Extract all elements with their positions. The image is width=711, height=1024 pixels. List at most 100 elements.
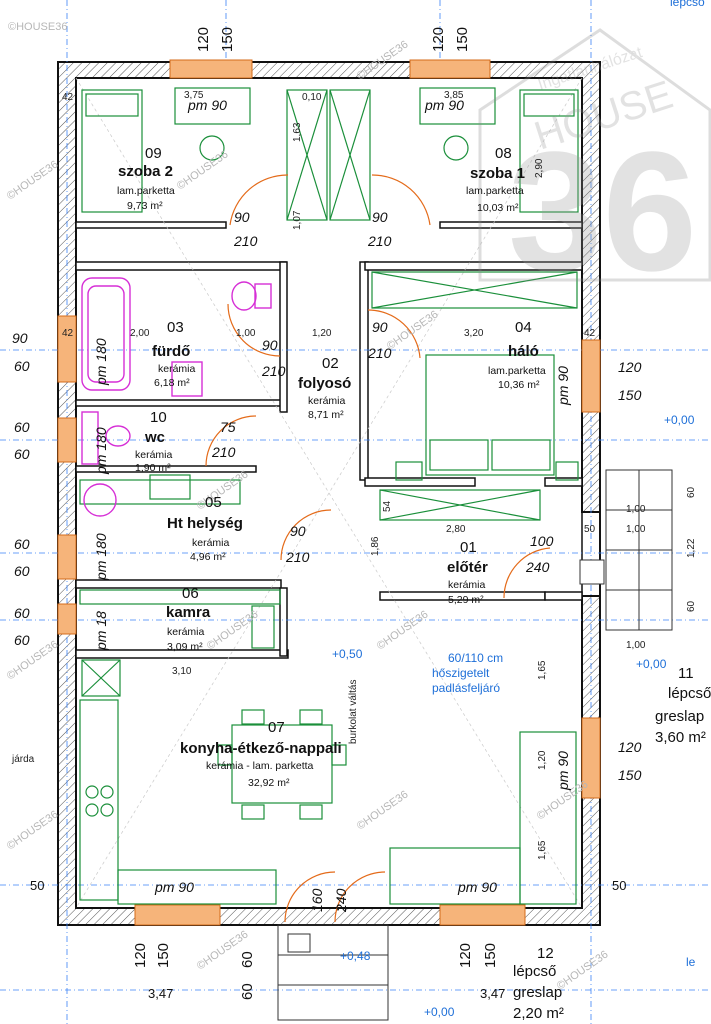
stair-12 — [277, 559, 605, 1021]
svg-text:folyosó: folyosó — [298, 375, 351, 392]
room-01: 01 előtér kerámia 5,29 m² — [447, 539, 488, 606]
svg-text:60: 60 — [14, 446, 30, 462]
svg-text:10,36 m²: 10,36 m² — [498, 379, 540, 391]
svg-text:2,90: 2,90 — [534, 158, 545, 178]
svg-text:60: 60 — [14, 419, 30, 435]
svg-text:1,86: 1,86 — [370, 536, 381, 556]
svg-text:1,00: 1,00 — [626, 524, 646, 535]
svg-text:pm 180: pm 180 — [93, 338, 109, 386]
svg-text:kerámia: kerámia — [192, 537, 230, 549]
svg-text:60: 60 — [14, 563, 30, 579]
furniture — [79, 87, 579, 905]
svg-text:2,00: 2,00 — [130, 328, 150, 339]
svg-text:10,03 m²: 10,03 m² — [477, 202, 519, 214]
svg-text:2,20 m²: 2,20 m² — [513, 1005, 564, 1022]
svg-text:90: 90 — [372, 209, 388, 225]
svg-text:pm 90: pm 90 — [187, 97, 227, 113]
svg-text:120: 120 — [195, 27, 212, 52]
svg-text:03: 03 — [167, 319, 184, 336]
room-04: 04 háló lam.parketta 10,36 m² — [488, 319, 546, 391]
svg-text:240: 240 — [333, 888, 349, 913]
svg-text:+0,00: +0,00 — [424, 1005, 455, 1019]
svg-text:5,29 m²: 5,29 m² — [448, 594, 484, 606]
room-06: 06 kamra kerámia 3,09 m² — [166, 585, 211, 653]
svg-text:210: 210 — [285, 549, 310, 565]
svg-text:©HOUSE36: ©HOUSE36 — [8, 21, 67, 33]
svg-text:150: 150 — [618, 767, 642, 783]
svg-text:120: 120 — [618, 739, 642, 755]
room-09: 09 szoba 2 lam.parketta 9,73 m² — [117, 145, 175, 212]
svg-text:1,90 m²: 1,90 m² — [135, 462, 171, 474]
svg-text:60: 60 — [14, 358, 30, 374]
svg-text:pm 18: pm 18 — [93, 611, 109, 651]
svg-text:60: 60 — [239, 951, 256, 968]
svg-text:240: 240 — [525, 559, 550, 575]
svg-text:90: 90 — [262, 337, 278, 353]
svg-text:60: 60 — [239, 983, 256, 1000]
room-02: 02 folyosó kerámia 8,71 m² — [298, 355, 351, 421]
svg-text:konyha-étkező-nappali: konyha-étkező-nappali — [180, 740, 342, 757]
svg-text:3,60 m²: 3,60 m² — [655, 729, 706, 746]
doors — [205, 174, 551, 923]
svg-text:szoba 2: szoba 2 — [118, 163, 173, 180]
svg-text:42: 42 — [62, 92, 74, 103]
svg-text:150: 150 — [454, 27, 471, 52]
svg-text:120: 120 — [618, 359, 642, 375]
svg-text:kerámia: kerámia — [448, 579, 486, 591]
wardrobes — [81, 89, 578, 697]
svg-text:©HOUSE36: ©HOUSE36 — [5, 809, 61, 853]
svg-text:pm 180: pm 180 — [93, 427, 109, 475]
svg-text:8,71 m²: 8,71 m² — [308, 409, 344, 421]
svg-text:+0,50: +0,50 — [332, 647, 363, 661]
svg-text:©HOUSE36: ©HOUSE36 — [555, 949, 611, 993]
diagonal-guides — [75, 77, 583, 909]
svg-text:1,65: 1,65 — [537, 840, 548, 860]
svg-text:háló: háló — [508, 343, 539, 360]
dims-bottom: 120 150 60 60 120 150 3,47 3,47 50 50 — [30, 878, 626, 1001]
svg-text:©HOUSE36: ©HOUSE36 — [355, 789, 411, 833]
dims-right: 120 150 120 150 — [618, 359, 642, 783]
svg-text:greslap: greslap — [655, 708, 704, 725]
watermark-number: 36 — [508, 117, 697, 307]
svg-text:09: 09 — [145, 145, 162, 162]
svg-text:pm 90: pm 90 — [457, 879, 497, 895]
svg-text:3,47: 3,47 — [480, 986, 505, 1001]
svg-text:42: 42 — [584, 328, 596, 339]
svg-text:3,47: 3,47 — [148, 986, 173, 1001]
svg-text:150: 150 — [219, 27, 236, 52]
svg-text:előtér: előtér — [447, 559, 488, 576]
svg-text:60: 60 — [14, 605, 30, 621]
svg-text:1,22: 1,22 — [686, 538, 697, 558]
svg-text:szoba 1: szoba 1 — [470, 165, 525, 182]
svg-text:150: 150 — [155, 943, 172, 968]
svg-text:lam.parketta: lam.parketta — [117, 185, 175, 197]
svg-text:10: 10 — [150, 409, 167, 426]
svg-text:210: 210 — [367, 233, 392, 249]
svg-text:60: 60 — [14, 536, 30, 552]
dims-left: 90 60 60 60 60 60 60 60 — [12, 330, 30, 648]
svg-text:210: 210 — [367, 345, 392, 361]
svg-text:90: 90 — [372, 319, 388, 335]
svg-text:+0,00: +0,00 — [664, 413, 695, 427]
svg-text:1,07: 1,07 — [292, 210, 303, 230]
svg-text:06: 06 — [182, 585, 199, 602]
svg-text:60: 60 — [14, 632, 30, 648]
annotations: 60/110 cm hőszigetelt padlásfeljáró burk… — [11, 0, 705, 969]
room-07: 07 konyha-étkező-nappali kerámia - lam. … — [180, 719, 342, 789]
svg-text:lam.parketta: lam.parketta — [488, 365, 546, 377]
window-labels: pm 90 pm 90 pm 90 pm 90 pm 90 pm 90 pm 1… — [93, 97, 571, 895]
svg-text:150: 150 — [482, 943, 499, 968]
svg-text:©HOUSE36: ©HOUSE36 — [375, 609, 431, 653]
svg-text:4,96 m²: 4,96 m² — [190, 551, 226, 563]
svg-text:90: 90 — [234, 209, 250, 225]
svg-text:60: 60 — [686, 600, 697, 612]
svg-text:1,63: 1,63 — [292, 122, 303, 142]
svg-text:08: 08 — [495, 145, 512, 162]
svg-text:hőszigetelt: hőszigetelt — [432, 666, 490, 680]
room-08: 08 szoba 1 lam.parketta 10,03 m² — [466, 145, 525, 214]
svg-text:1,00: 1,00 — [236, 328, 256, 339]
svg-text:pm 90: pm 90 — [424, 97, 464, 113]
stair-11 — [605, 469, 673, 631]
svg-text:90: 90 — [290, 523, 306, 539]
svg-text:1,00: 1,00 — [626, 504, 646, 515]
